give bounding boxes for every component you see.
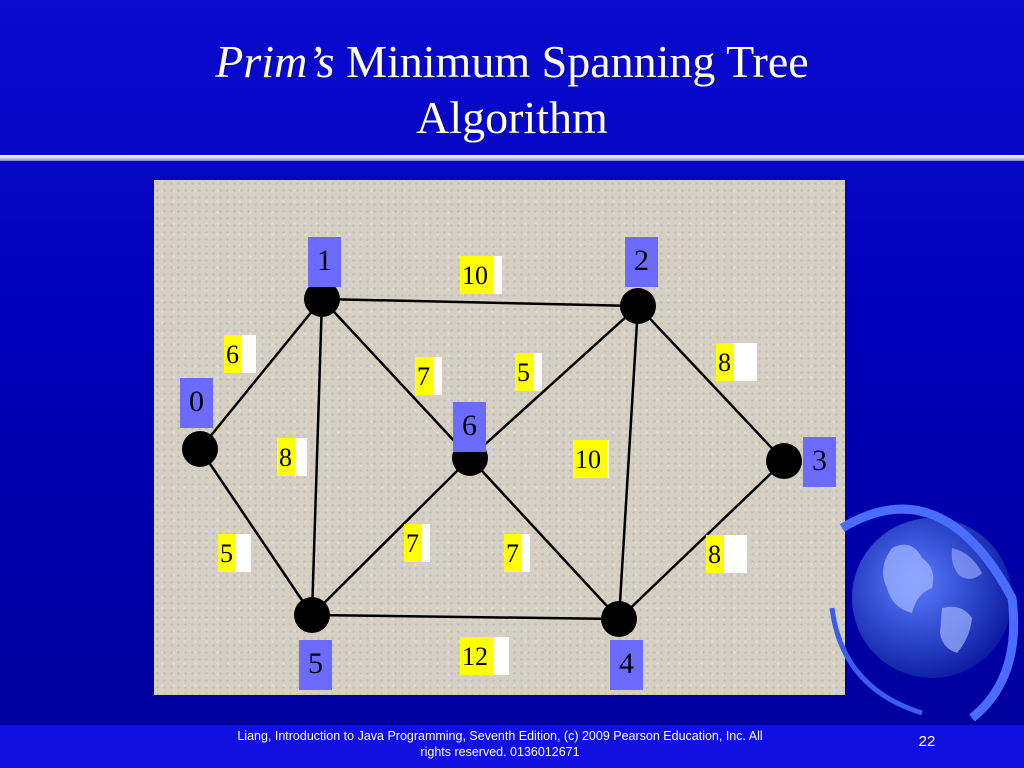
vertex-label-2: 2 [625,237,658,287]
vertex-label-3: 3 [803,437,836,487]
vertex-label-text-2: 2 [634,244,649,277]
vertex-label-text-0: 0 [189,385,204,418]
weight-text-6-2: 5 [517,358,530,387]
weight-label-3-4: 8 [706,535,747,573]
weight-label-2-3: 8 [716,343,757,381]
slide-title-italic: Prim’s [215,36,335,87]
weight-text-1-2: 10 [462,261,488,290]
vertex-label-text-3: 3 [812,444,827,477]
weight-label-1-5: 8 [277,438,307,476]
vertex-0 [182,431,218,467]
weight-text-2-3: 8 [718,348,731,377]
vertex-4 [601,601,637,637]
vertex-label-0: 0 [180,378,213,428]
weight-label-0-1: 6 [224,335,256,373]
footer-band [0,725,1024,768]
vertex-2 [620,288,656,324]
vertex-5 [294,597,330,633]
weight-text-0-1: 6 [226,340,239,369]
edge-1-2 [321,297,639,308]
weight-text-2-4: 10 [575,445,601,474]
weight-label-5-6: 7 [404,524,430,562]
weight-text-5-4: 12 [462,642,488,671]
weight-text-6-4: 7 [506,539,519,568]
edge-1-5 [310,298,324,616]
weight-label-0-5: 5 [218,534,251,572]
edge-3-4 [618,460,785,620]
edge-2-4 [617,305,640,620]
footer-line2: rights reserved. 0136012671 [420,745,580,759]
vertex-label-text-6: 6 [462,409,477,442]
edge-5-4 [311,613,620,621]
edge-0-1 [199,298,323,450]
footer-line1: Liang, Introduction to Java Programming,… [237,729,763,743]
weight-label-1-6: 7 [415,357,442,395]
vertex-3 [766,443,802,479]
vertex-label-text-5: 5 [308,647,323,680]
weight-text-5-6: 7 [406,529,419,558]
vertex-label-6: 6 [453,402,486,452]
footer-citation: Liang, Introduction to Java Programming,… [200,728,800,760]
page-number: 22 [918,733,936,750]
slide-title-line1: Prim’s Minimum Spanning Tree [0,34,1024,90]
vertex-label-5: 5 [299,640,332,690]
vertex-label-4: 4 [610,640,643,690]
edge-5-6 [311,457,471,616]
vertex-label-1: 1 [308,237,341,287]
edge-6-2 [469,305,639,459]
edge-0-5 [198,448,314,616]
vertex-1 [304,281,340,317]
vertex-label-text-4: 4 [619,647,634,680]
weight-text-1-6: 7 [417,362,430,391]
globe-icon [829,504,1019,722]
weight-label-2-4: 10 [573,440,609,478]
slide-title-rest: Minimum Spanning Tree [334,36,809,87]
weight-text-3-4: 8 [708,540,721,569]
title-divider [0,155,1024,161]
edge-2-3 [637,305,785,462]
edge-6-4 [469,457,620,620]
edge-1-6 [321,298,471,459]
weight-text-0-5: 5 [220,539,233,568]
weight-label-1-2: 10 [460,256,502,294]
weight-text-1-5: 8 [279,443,292,472]
weight-label-6-2: 5 [515,353,542,391]
slide-title-line2: Algorithm [416,92,608,143]
vertex-label-text-1: 1 [317,244,332,277]
weight-label-6-4: 7 [504,534,530,572]
slide-title: Prim’s Minimum Spanning Tree Algorithm [0,34,1024,146]
weight-label-5-4: 12 [460,637,509,675]
